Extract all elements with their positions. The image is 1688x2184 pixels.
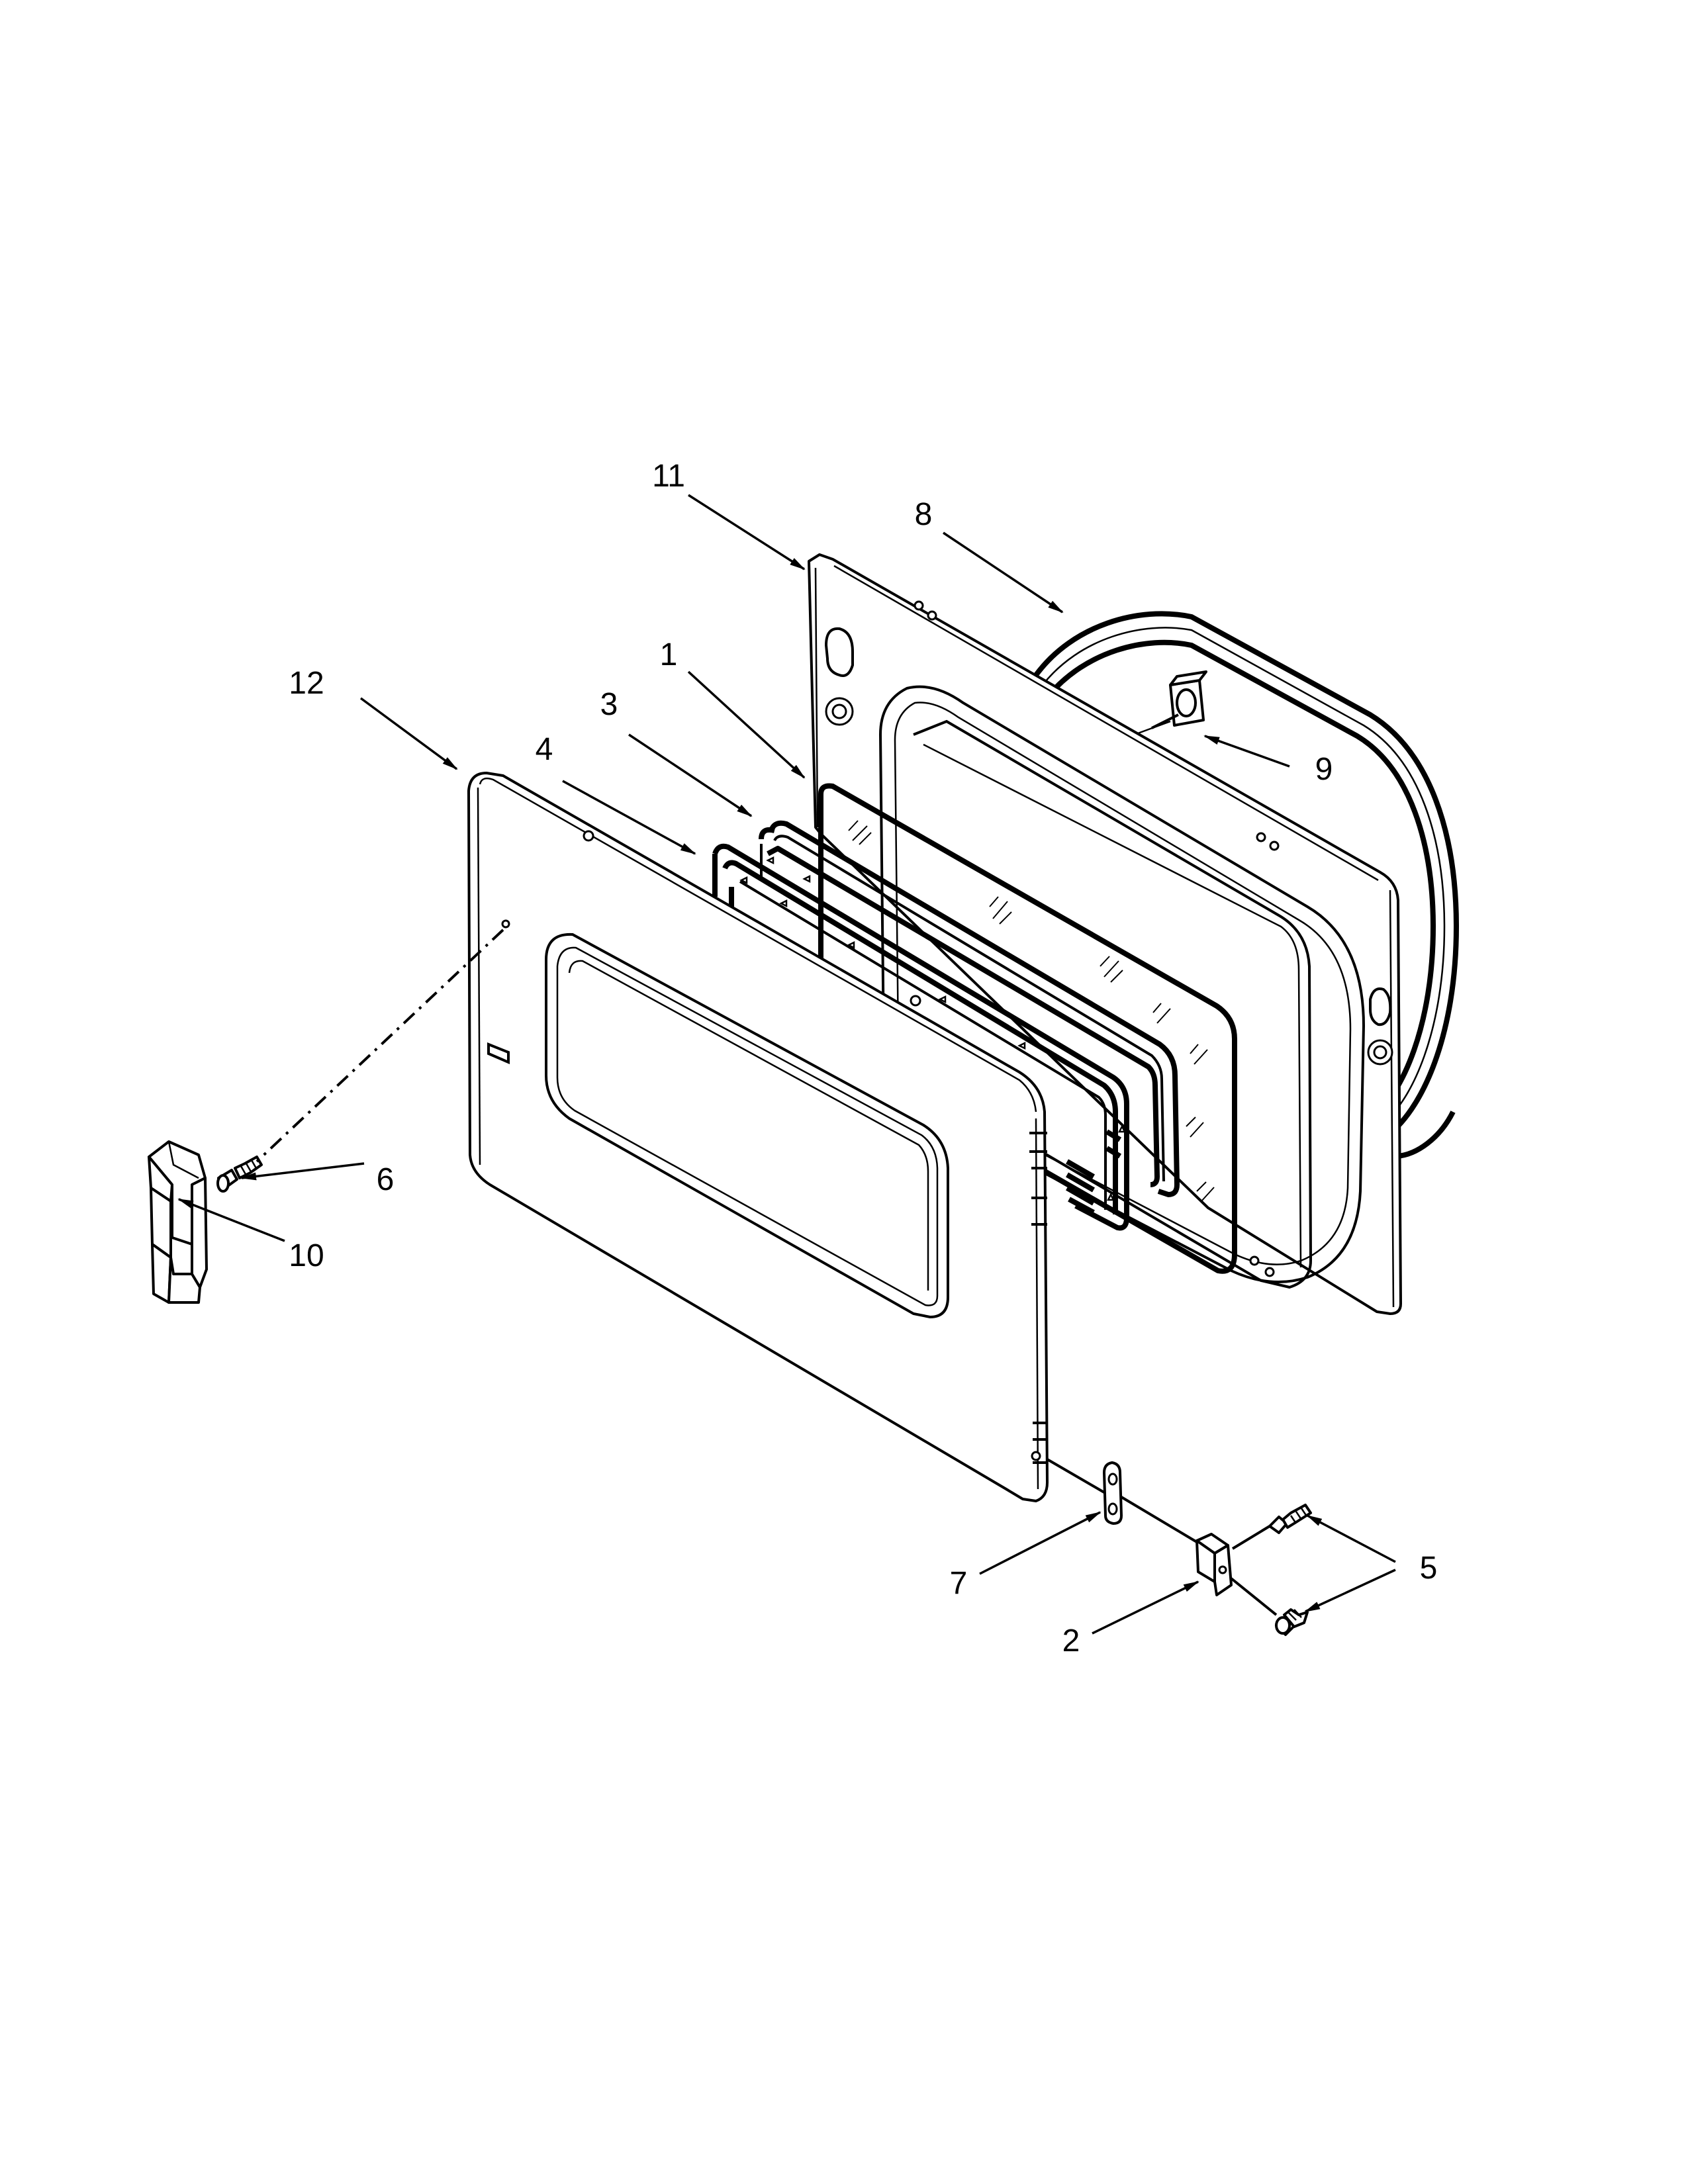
callout-7: 7 [950, 1566, 968, 1601]
leader-12 [359, 697, 458, 770]
callout-6: 6 [377, 1162, 395, 1197]
callout-11: 11 [652, 459, 685, 494]
outer-door-panel [467, 772, 1049, 1502]
leader-5a [1306, 1514, 1396, 1563]
door-handle [148, 1140, 208, 1304]
hinge-bracket [1196, 1533, 1233, 1596]
leader-11 [688, 494, 806, 570]
leader-2 [1092, 1580, 1199, 1635]
callout-10: 10 [289, 1238, 324, 1273]
callout-9: 9 [1315, 752, 1333, 787]
outer-glass-gasket [712, 843, 1129, 1231]
hinge-shim [1103, 1461, 1123, 1525]
leader-8 [943, 531, 1064, 614]
leader-10 [177, 1198, 285, 1242]
leader-lines [177, 494, 1396, 1635]
leader-6 [240, 1162, 365, 1181]
callout-2: 2 [1062, 1623, 1080, 1659]
leader-5b [1304, 1569, 1396, 1613]
assembly-axis-lines [256, 929, 1278, 1616]
leader-7 [979, 1511, 1102, 1575]
callout-1: 1 [660, 637, 678, 672]
leader-1 [687, 670, 806, 779]
leader-9 [1203, 735, 1290, 768]
callout-12: 12 [289, 666, 324, 701]
hinge-screws [1268, 1504, 1312, 1636]
callout-5: 5 [1420, 1551, 1438, 1586]
leader-4 [562, 780, 696, 855]
middle-glass-gasket [759, 820, 1180, 1197]
handle-screw [216, 1156, 263, 1193]
door-latch-strike [1125, 670, 1207, 739]
callout-labels: 1 2 3 4 5 6 7 8 9 10 11 12 [289, 459, 1437, 1659]
inner-door-panel [808, 553, 1402, 1315]
leader-3 [628, 733, 753, 817]
callout-3: 3 [600, 687, 618, 722]
callout-4: 4 [536, 732, 553, 767]
callout-8: 8 [915, 497, 933, 532]
